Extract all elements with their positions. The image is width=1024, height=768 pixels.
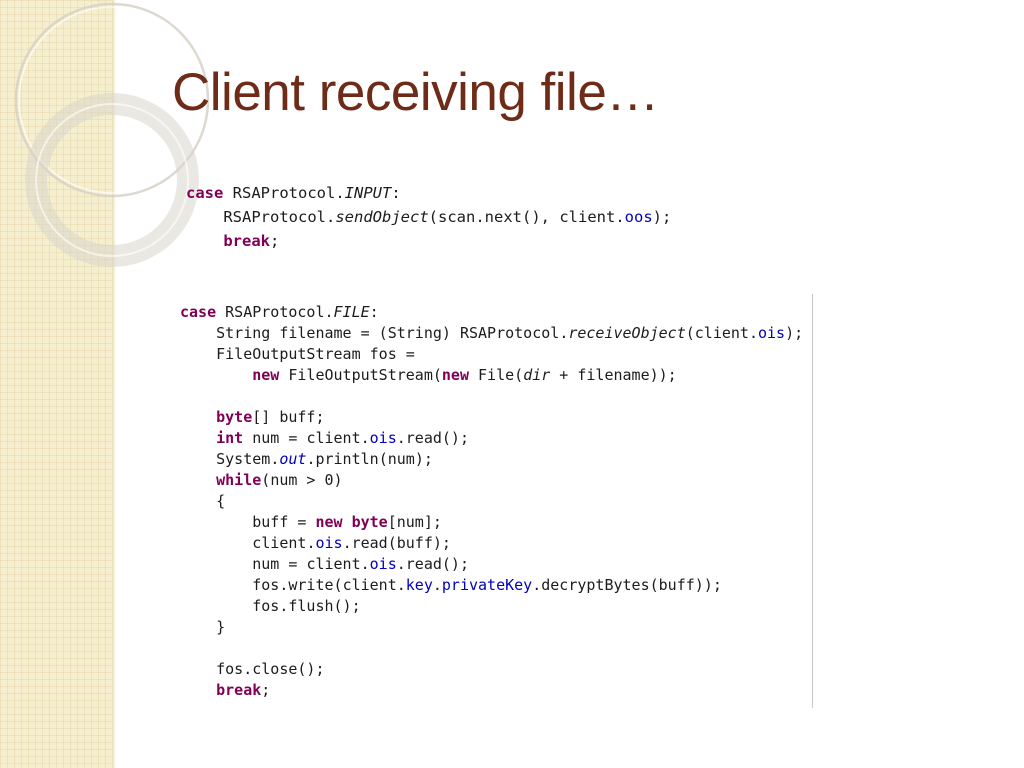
- code-line: break;: [216, 681, 271, 699]
- code-line: byte[] buff;: [216, 408, 325, 426]
- code-line: case RSAProtocol.FILE:: [180, 303, 379, 321]
- code-line: {: [180, 492, 226, 510]
- code-line: fos.write(client.key.privateKey.decryptB…: [252, 576, 722, 594]
- code-line: case RSAProtocol.INPUT:: [186, 184, 401, 202]
- code-block-file: case RSAProtocol.FILE: String filename =…: [180, 302, 803, 701]
- code-line: buff = new byte[num];: [252, 513, 442, 531]
- code-line: break;: [223, 232, 280, 250]
- code-block-input: case RSAProtocol.INPUT: RSAProtocol.send…: [186, 181, 671, 253]
- code-line: [180, 386, 803, 407]
- code-line: [180, 638, 803, 659]
- sidebar-edge: [112, 0, 116, 768]
- code-line: client.ois.read(buff);: [252, 534, 451, 552]
- decorative-rings: [14, 2, 210, 267]
- code-line: fos.close();: [216, 660, 325, 678]
- code-line: System.out.println(num);: [216, 450, 433, 468]
- slide-title: Client receiving file…: [172, 63, 659, 122]
- code-line: FileOutputStream fos =: [216, 345, 415, 363]
- code-line: fos.flush();: [252, 597, 361, 615]
- code-line: num = client.ois.read();: [252, 555, 469, 573]
- code-line: while(num > 0): [216, 471, 343, 489]
- code-line: new FileOutputStream(new File(dir + file…: [252, 366, 677, 384]
- code-line: }: [180, 618, 226, 636]
- code-line: RSAProtocol.sendObject(scan.next(), clie…: [223, 208, 672, 226]
- editor-print-margin: [812, 294, 813, 708]
- code-line: String filename = (String) RSAProtocol.r…: [216, 324, 804, 342]
- code-line: int num = client.ois.read();: [216, 429, 469, 447]
